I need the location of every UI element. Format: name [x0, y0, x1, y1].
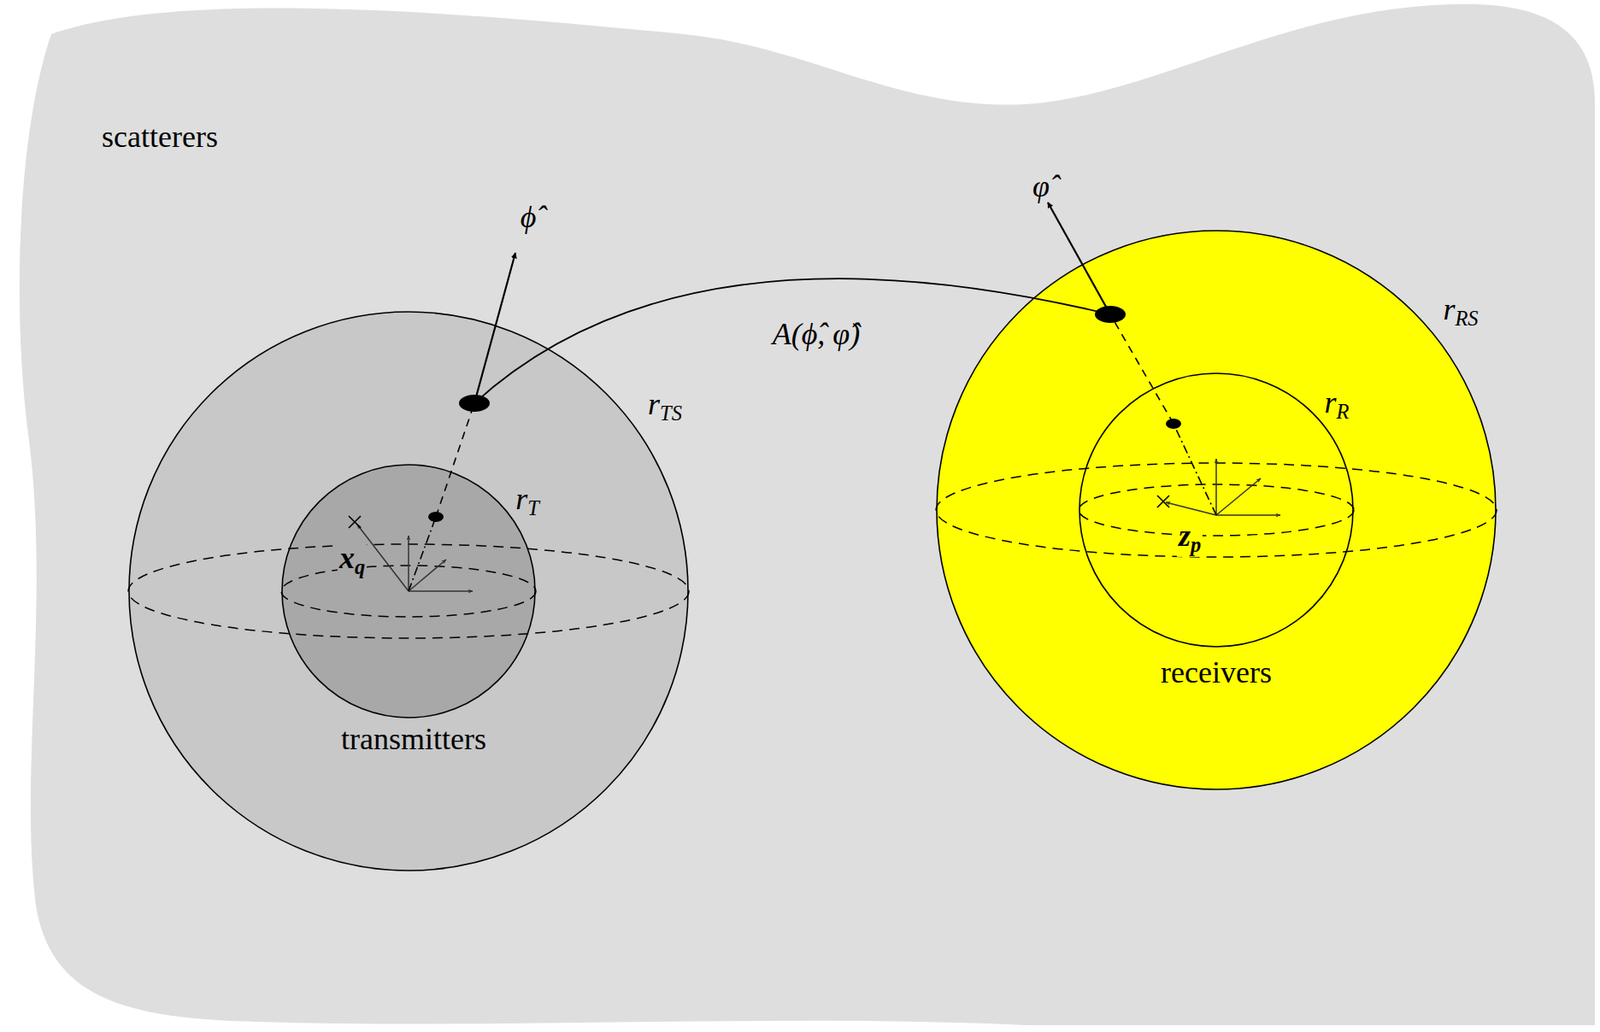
direction-dots [428, 305, 1182, 523]
sphere-outline [1078, 372, 1354, 648]
transmitter-sphere-outer: rTSrTtransmitters [128, 311, 689, 872]
radius-label: rR [1324, 386, 1350, 424]
node-label: transmitters [341, 723, 487, 758]
point-crosses [348, 495, 1170, 529]
point-label: zp [1176, 519, 1203, 558]
transfer-curve [474, 278, 1111, 404]
region-label: scatterers [101, 120, 218, 155]
transmitter-sphere: rTtransmitters [281, 464, 536, 719]
coordinate-axes [357, 458, 1281, 592]
sphere-outline [281, 464, 536, 719]
receiver-sphere-outer: rRSrRreceivers [935, 229, 1497, 791]
radius-label: rT [515, 482, 540, 521]
edge-label: A(ϕ̂, φ̂) [770, 317, 864, 353]
direction-label: ϕ̂ [520, 200, 537, 236]
radius-label: rRS [1442, 293, 1478, 331]
direction-label: φ̂ [1032, 170, 1050, 205]
direction-arrows [474, 202, 1111, 404]
receiver-sphere: rRreceivers [1078, 372, 1354, 648]
equator-ellipses [128, 463, 1497, 639]
point-label: xq [337, 541, 367, 580]
radius-label: rTS [647, 388, 683, 426]
projection-lines [408, 314, 1217, 592]
node-label: receivers [1160, 656, 1272, 691]
